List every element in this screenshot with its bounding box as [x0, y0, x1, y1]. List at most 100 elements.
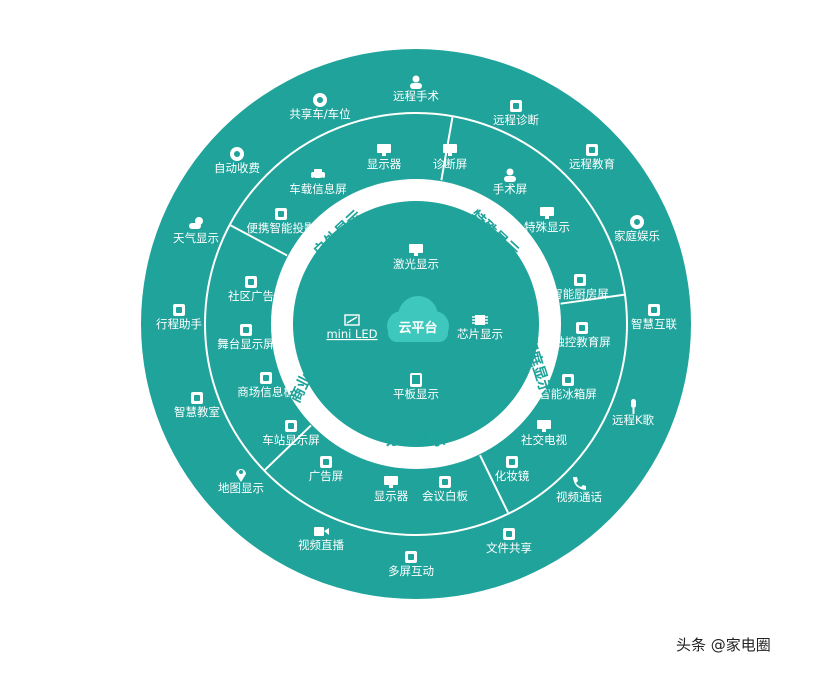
core-item-label: mini LED [326, 327, 377, 341]
scenario-item: 共享车/车位 [289, 93, 351, 121]
calendar-icon [173, 304, 185, 316]
application-item: 化妆镜 [495, 456, 530, 483]
scenario-item-label: 远程手术 [393, 89, 439, 103]
application-item-label: 显示器 [367, 157, 402, 171]
scenario-item-label: 远程K歌 [612, 413, 655, 427]
core-item-label: 芯片显示 [457, 327, 503, 341]
application-item: 车站显示屏 [262, 420, 320, 447]
tablet-icon [410, 373, 422, 387]
application-item-label: 触控教育屏 [553, 335, 611, 349]
cloud-platform: 云平台 [387, 296, 449, 342]
monitor-icon [377, 144, 391, 156]
scenario-item-label: 共享车/车位 [289, 107, 350, 121]
application-item-label: 显示器 [374, 489, 409, 503]
share-icon [503, 528, 515, 540]
scenario-item-label: 文件共享 [486, 541, 532, 555]
core-item: 芯片显示 [457, 315, 503, 341]
scenario-item-label: 家庭娱乐 [614, 229, 660, 243]
screen-icon [540, 207, 554, 219]
scenario-item-label: 自动收费 [214, 161, 260, 175]
application-item: 社交电视 [521, 420, 567, 447]
application-item-label: 广告屏 [309, 469, 344, 483]
multiscreen-icon [405, 551, 417, 563]
screen-icon [443, 144, 457, 156]
scenario-item-label: 远程教育 [569, 157, 615, 171]
monitor-icon [384, 476, 398, 488]
application-item-label: 便携智能投影 [247, 221, 316, 235]
scenario-item-label: 行程助手 [156, 317, 202, 331]
phone-icon [573, 477, 586, 490]
game-icon [630, 215, 644, 229]
tv-icon [537, 420, 551, 432]
application-item-label: 商场信息板 [237, 385, 295, 399]
scenario-item: 远程K歌 [612, 399, 655, 427]
middle-ring-border [204, 112, 628, 536]
touch-icon [576, 322, 588, 334]
scenario-item-label: 视频直播 [298, 538, 344, 552]
scenario-item-label: 天气显示 [173, 231, 219, 245]
application-item: 智能冰箱屏 [539, 374, 597, 401]
application-item: 显示器 [374, 476, 409, 503]
sector-divider [264, 424, 312, 471]
fridge-icon [562, 374, 574, 386]
application-item-label: 社交电视 [521, 433, 567, 447]
application-item-label: 舞台显示屏 [217, 337, 275, 351]
core-item: 激光显示 [393, 244, 439, 271]
doctor-icon [410, 75, 422, 89]
application-item-label: 诊断屏 [433, 157, 468, 171]
application-item-label: 特殊显示 [524, 220, 570, 234]
application-item: 显示器 [367, 144, 402, 171]
application-item: 特殊显示 [524, 207, 570, 234]
sector-divider [230, 224, 288, 257]
application-item: 诊断屏 [433, 144, 468, 171]
center-label: 云平台 [398, 320, 437, 336]
monitor-icon [409, 244, 423, 256]
poster-icon [245, 276, 257, 288]
teacher-icon [586, 144, 598, 156]
scenario-item: 智慧教室 [174, 392, 220, 419]
station-icon [285, 420, 297, 432]
led-panel-icon [344, 314, 360, 326]
scenario-item-label: 多屏互动 [388, 564, 434, 578]
application-item: 便携智能投影 [247, 208, 316, 235]
watermark: 头条 @家电圈 [676, 636, 771, 654]
scenario-item-label: 地图显示 [218, 481, 264, 495]
stage-icon [240, 324, 252, 336]
application-item-label: 社区广告 [228, 289, 274, 303]
application-item-label: 车载信息屏 [289, 182, 347, 196]
application-item: 触控教育屏 [553, 322, 611, 349]
billboard-icon [320, 456, 332, 468]
toll-icon [230, 147, 244, 161]
application-item-label: 智能厨房屏 [551, 287, 609, 301]
parking-icon [313, 93, 327, 107]
application-item: 广告屏 [309, 456, 344, 483]
core-item: mini LED [326, 314, 378, 341]
scenario-item: 天气显示 [173, 217, 219, 245]
sector-label: 办公显示 [386, 431, 446, 449]
scenario-item-label: 视频通话 [556, 490, 602, 504]
application-item: 舞台显示屏 [217, 324, 275, 351]
sector-divider [479, 454, 509, 514]
core-item: 平板显示 [393, 373, 439, 401]
scenario-item: 家庭娱乐 [614, 215, 660, 243]
whiteboard-icon [439, 476, 451, 488]
application-item-label: 智能冰箱屏 [539, 387, 597, 401]
application-item-label: 车站显示屏 [262, 433, 320, 447]
scenario-item: 智慧互联 [631, 304, 677, 331]
scenario-item: 远程手术 [393, 75, 439, 103]
core-item-label: 平板显示 [393, 387, 439, 401]
weather-icon [189, 217, 203, 229]
scenario-item: 视频直播 [298, 527, 344, 552]
car-icon [311, 169, 325, 181]
projector-icon [275, 208, 287, 220]
microphone-icon [631, 399, 636, 414]
application-item: 商场信息板 [237, 372, 295, 399]
diagnosis-icon [510, 100, 522, 112]
application-item: 车载信息屏 [289, 169, 347, 196]
map-pin-icon [236, 469, 246, 482]
scenario-item-label: 智慧教室 [174, 405, 220, 419]
scenario-item: 地图显示 [218, 469, 264, 495]
application-item: 会议白板 [422, 476, 468, 503]
